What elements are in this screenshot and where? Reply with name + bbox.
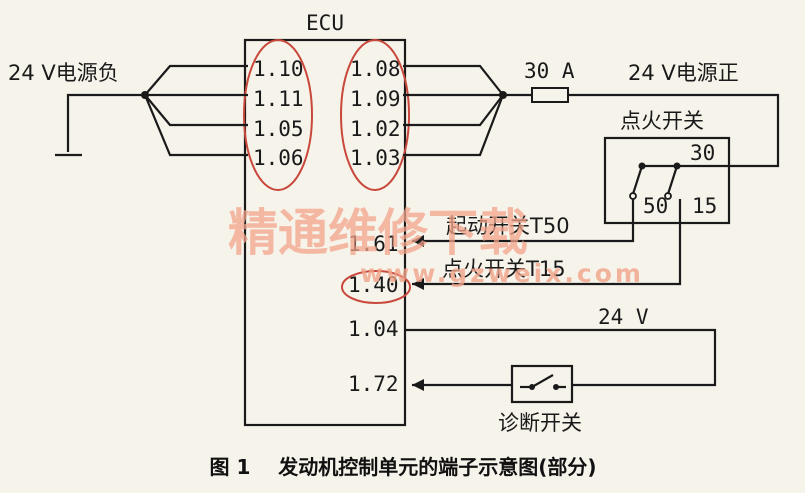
- watermark-url: www.gzweix.com: [360, 259, 644, 288]
- term-30: 30: [690, 141, 715, 165]
- diag-switch-contacts: [520, 374, 566, 390]
- start-switch-label: 起动开关T50: [446, 214, 570, 238]
- wire-t15: [412, 199, 682, 286]
- pin-1-02: 1.02: [350, 117, 401, 141]
- v24-label: 24 V: [598, 305, 649, 329]
- figure-caption: 图 1 发动机控制单元的端子示意图(部分): [209, 455, 596, 479]
- pin-1-03: 1.03: [350, 146, 401, 170]
- pin-1-61: 1.61: [348, 232, 399, 256]
- pin-1-11: 1.11: [253, 87, 304, 111]
- term-50: 50: [643, 194, 668, 218]
- pin-1-04: 1.04: [348, 317, 399, 341]
- power-positive-wires: [403, 64, 780, 168]
- ignition-switch-title: 点火开关: [620, 109, 704, 133]
- diag-switch-box: [510, 364, 574, 404]
- fuse-label: 30 A: [524, 59, 575, 83]
- wire-24v: [405, 328, 717, 387]
- ground-wires: [55, 64, 248, 157]
- pin-1-10: 1.10: [253, 57, 304, 81]
- ecu-box: [243, 38, 407, 427]
- pin-1-40: 1.40: [348, 273, 399, 297]
- pin-1-72: 1.72: [348, 372, 399, 396]
- diag-switch-label: 诊断开关: [498, 411, 582, 435]
- term-15: 15: [692, 194, 717, 218]
- ecu-title: ECU: [306, 11, 344, 35]
- power-negative-label: 24 V电源负: [8, 61, 119, 85]
- highlight-pin-1-40: [341, 270, 411, 304]
- ignition-switch-contacts: [629, 162, 705, 200]
- pin-1-06: 1.06: [253, 146, 304, 170]
- pin-1-09: 1.09: [350, 87, 401, 111]
- pin-1-08: 1.08: [350, 57, 401, 81]
- power-positive-label: 24 V电源正: [628, 61, 739, 85]
- watermark-title: 精通维修下载: [228, 204, 528, 262]
- highlight-left-pins: [243, 39, 313, 191]
- ignition-t15-label: 点火开关T15: [442, 257, 566, 281]
- ignition-switch-box: [603, 136, 731, 225]
- pin-1-05: 1.05: [253, 117, 304, 141]
- highlight-right-pins: [340, 39, 410, 191]
- wire-t50: [412, 199, 635, 243]
